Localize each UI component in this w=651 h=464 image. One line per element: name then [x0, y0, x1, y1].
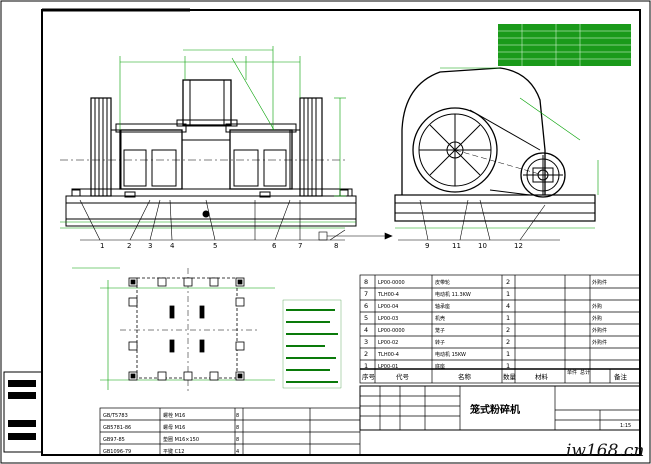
- part-number: 4: [170, 242, 175, 250]
- std-name: 垫圈 M16×150: [163, 436, 199, 443]
- header-total: 总计: [580, 369, 590, 376]
- cell-name: 电动机 11.3KW: [435, 291, 471, 298]
- cell-code: LP00-03: [378, 316, 398, 322]
- std-code: GB1096-79: [103, 449, 131, 455]
- scale-value: 1:15: [620, 423, 631, 429]
- cell-no: 7: [364, 290, 368, 298]
- plan-view: [72, 267, 275, 392]
- cell-code: LP00-0000: [378, 328, 405, 334]
- cell-qty: 1: [506, 362, 510, 370]
- header-code: 代号: [396, 372, 410, 381]
- cell-name: 皮带轮: [435, 279, 450, 286]
- cell-no: 6: [364, 302, 368, 310]
- header-material: 材料: [535, 372, 549, 381]
- std-code: GB/T5783: [103, 413, 128, 419]
- cell-code: TLH00-4: [377, 292, 399, 298]
- cell-code: LP00-0000: [378, 280, 405, 286]
- part-numbers: 1 2 3 4 5 6 7 8 9 11 10 12: [100, 242, 523, 250]
- cell-name: 机壳: [435, 315, 445, 322]
- std-name: 螺栓 M16: [163, 412, 185, 419]
- std-code: GB5781-86: [103, 425, 131, 431]
- cell-note: 外购: [592, 315, 602, 322]
- part-number: 8: [334, 242, 338, 250]
- std-qty: 4: [236, 449, 239, 455]
- std-name: 螺母 M16: [163, 424, 185, 431]
- header-no: 序号: [362, 372, 376, 381]
- cell-code: LP00-01: [378, 364, 398, 370]
- part-number: 9: [425, 242, 429, 250]
- cell-note: 外购件: [592, 339, 607, 346]
- std-name: 平键 C12: [163, 448, 184, 455]
- drawing-title: 笼式粉碎机: [469, 403, 520, 416]
- std-qty: 8: [236, 437, 239, 443]
- header-name: 名称: [458, 372, 472, 381]
- part-number: 6: [272, 242, 277, 250]
- front-dimensions: [60, 46, 356, 229]
- cell-note: 外购件: [592, 279, 607, 286]
- cell-qty: 2: [506, 326, 510, 334]
- binding-column: [3, 371, 43, 453]
- cell-code: LP00-02: [378, 340, 398, 346]
- cell-qty: 2: [506, 338, 510, 346]
- front-view: [60, 79, 357, 227]
- header-qty: 数量: [503, 372, 517, 381]
- spec-table: [498, 24, 631, 66]
- part-number: 5: [213, 242, 217, 250]
- cell-code: TLH00-4: [377, 352, 399, 358]
- part-number: 3: [148, 242, 152, 250]
- side-dimensions: [395, 67, 599, 229]
- cell-name: 轴承座: [435, 303, 450, 310]
- cell-name: 笼子: [435, 327, 445, 334]
- title-block: 笼式粉碎机 1:15: [359, 385, 641, 431]
- cell-note: 外购件: [592, 327, 607, 334]
- std-qty: 8: [236, 413, 239, 419]
- cell-code: LP00-04: [378, 304, 398, 310]
- part-number: 2: [127, 242, 131, 250]
- cell-qty: 1: [506, 350, 510, 358]
- header-remark: 备注: [614, 372, 628, 381]
- cell-name: 底座: [435, 363, 445, 370]
- part-number: 1: [100, 242, 104, 250]
- part-number: 12: [514, 242, 523, 250]
- leaders: [79, 199, 560, 241]
- cell-qty: 1: [506, 314, 510, 322]
- side-view: [394, 67, 596, 222]
- part-number: 10: [478, 242, 487, 250]
- header-unit: 单件: [567, 369, 577, 376]
- cell-no: 3: [364, 338, 368, 346]
- cell-no: 1: [364, 362, 368, 370]
- cell-name: 转子: [435, 339, 445, 346]
- cell-no: 2: [364, 350, 368, 358]
- cell-name: 电动机 15KW: [435, 351, 466, 358]
- watermark: iw168.cn: [566, 441, 644, 461]
- technical-notes: [282, 299, 342, 389]
- cell-no: 4: [364, 326, 368, 334]
- part-number: 11: [452, 242, 461, 250]
- std-qty: 8: [236, 425, 239, 431]
- cell-qty: 2: [506, 278, 510, 286]
- cell-no: 8: [364, 278, 368, 286]
- part-number: 7: [298, 242, 302, 250]
- cell-qty: 4: [506, 302, 510, 310]
- cell-note: 外购: [592, 303, 602, 310]
- std-code: GB97-85: [103, 437, 125, 443]
- cell-qty: 1: [506, 290, 510, 298]
- cell-no: 5: [364, 314, 368, 322]
